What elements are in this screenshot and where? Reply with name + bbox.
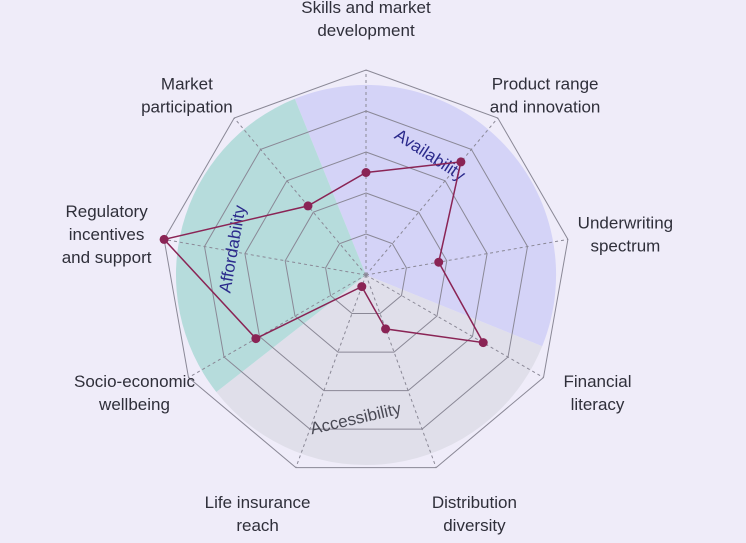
grid-ring-3: [244, 151, 488, 392]
grid-ring-4: [203, 110, 529, 430]
axis-label-3-line-0: Financial: [563, 372, 631, 391]
spoke-2: [365, 238, 568, 276]
data-series-line: [162, 161, 485, 344]
axis-label-7-line-2: and support: [62, 248, 152, 267]
axis-label-1-line-1: and innovation: [490, 98, 601, 117]
data-point-7: [159, 234, 169, 244]
axis-label-5-line-0: Life insurance: [205, 493, 311, 512]
axis-label-3-line-1: literacy: [571, 395, 625, 414]
axis-label-6-line-0: Socio-economic: [74, 372, 195, 391]
data-point-1: [456, 157, 466, 167]
grid-ring-2: [284, 192, 448, 353]
axis-label-7-line-0: Regulatory: [65, 202, 148, 221]
spoke-6: [188, 274, 367, 378]
grid-ring-1: [325, 233, 407, 314]
data-point-0: [361, 168, 371, 177]
axis-label-8-line-0: Market: [161, 75, 213, 94]
grid-ring-5: [163, 69, 569, 469]
sector-affordability: [175, 98, 366, 393]
axis-label-4-line-0: Distribution: [432, 493, 517, 512]
spoke-1: [365, 117, 499, 276]
sector-accessibility: [216, 275, 543, 466]
data-point-8: [303, 201, 313, 211]
axis-label-5-line-1: reach: [236, 516, 279, 535]
spoke-7: [164, 238, 367, 276]
sector-availability: [294, 84, 557, 347]
axis-label-4-line-1: diversity: [443, 516, 506, 535]
axis-label-6-line-1: wellbeing: [98, 395, 170, 414]
axis-label-8-line-1: participation: [141, 98, 233, 117]
spoke-4: [365, 274, 437, 468]
axis-label-0-line-1: development: [317, 21, 415, 40]
axis-label-0-line-0: Skills and market: [301, 0, 431, 17]
axis-label-2-line-1: spectrum: [590, 237, 660, 256]
spoke-8: [233, 117, 367, 276]
data-point-3: [478, 338, 488, 348]
spoke-3: [365, 274, 544, 378]
axis-label-7-line-1: incentives: [69, 225, 145, 244]
spoke-5: [295, 274, 367, 468]
data-point-2: [434, 257, 444, 267]
data-point-4: [381, 324, 391, 334]
data-point-5: [357, 282, 367, 292]
axis-label-1-line-0: Product range: [492, 75, 599, 94]
data-point-6: [251, 334, 261, 344]
axis-label-2-line-0: Underwriting: [578, 214, 673, 233]
